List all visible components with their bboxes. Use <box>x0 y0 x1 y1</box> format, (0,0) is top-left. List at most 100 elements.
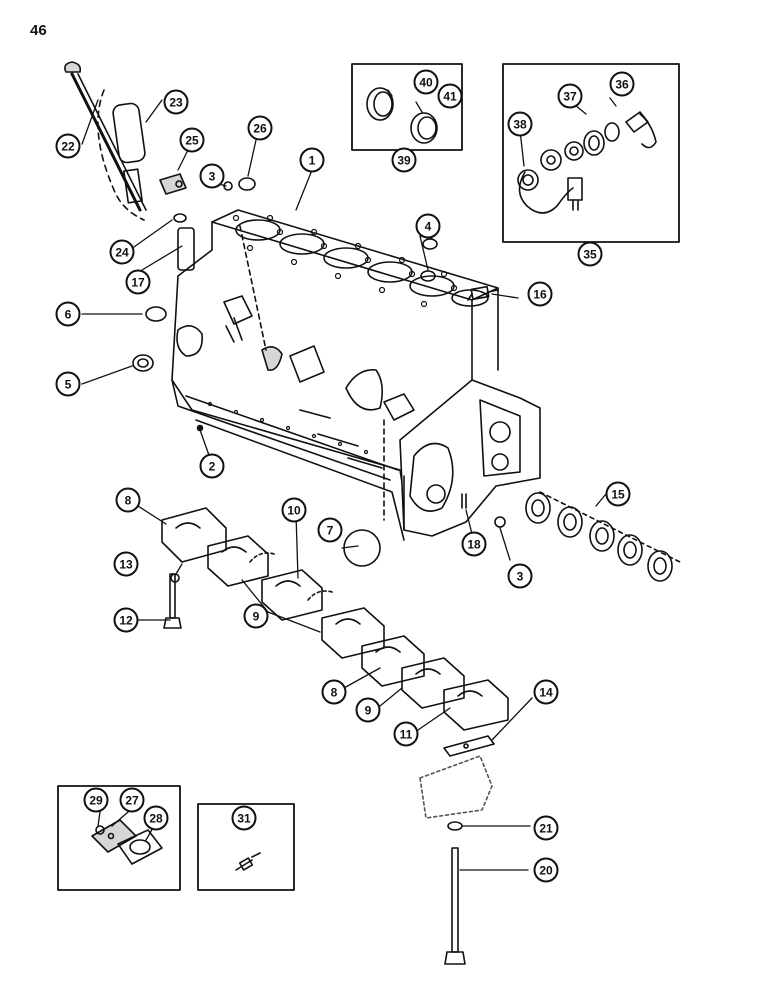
callout-number: 2 <box>209 459 216 473</box>
plate-14 <box>443 735 495 757</box>
callout-circle <box>605 481 631 507</box>
callout-number: 24 <box>115 245 129 259</box>
callout-number: 8 <box>331 685 338 699</box>
callout-c11: 11 <box>393 721 419 747</box>
callout-circle <box>355 697 381 723</box>
callout-c36: 36 <box>609 71 635 97</box>
callout-number: 12 <box>119 613 133 627</box>
callout-number: 26 <box>253 121 267 135</box>
callout-circle <box>533 815 559 841</box>
dipstick-tube <box>97 89 146 221</box>
callout-c41: 41 <box>437 83 463 109</box>
plug-3-lower <box>494 516 506 528</box>
callout-c9a: 9 <box>243 603 269 629</box>
callout-c17: 17 <box>125 269 151 295</box>
callout-number: 38 <box>513 117 527 131</box>
cylinder-block <box>171 209 541 541</box>
callout-number: 14 <box>539 685 553 699</box>
callout-circle <box>461 531 487 557</box>
callout-circle <box>321 679 347 705</box>
main-bearing-caps <box>161 507 509 731</box>
callout-c1: 1 <box>299 147 325 173</box>
callout-number: 21 <box>539 821 553 835</box>
callout-c20: 20 <box>533 857 559 883</box>
callout-circle <box>557 83 583 109</box>
callout-c18: 18 <box>461 531 487 557</box>
callout-c27: 27 <box>119 787 145 813</box>
callout-circle <box>507 111 533 137</box>
callout-number: 17 <box>131 275 145 289</box>
callout-circle <box>527 281 553 307</box>
callout-circle <box>113 551 139 577</box>
callout-c3a: 3 <box>199 163 225 189</box>
callout-c25: 25 <box>179 127 205 153</box>
callout-c6: 6 <box>55 301 81 327</box>
inset-box-27-28-29 <box>57 785 181 891</box>
callout-number: 23 <box>169 95 183 109</box>
callout-c23: 23 <box>163 89 189 115</box>
callout-number: 41 <box>443 89 457 103</box>
callout-circle <box>317 517 343 543</box>
callout-circle <box>391 147 417 173</box>
callout-number: 15 <box>611 487 625 501</box>
cup-plug-7 <box>343 529 381 567</box>
callout-c39: 39 <box>391 147 417 173</box>
callout-circle <box>507 563 533 589</box>
callout-c21: 21 <box>533 815 559 841</box>
callout-number: 7 <box>327 523 334 537</box>
leader-lines <box>81 89 617 871</box>
callout-c3b: 3 <box>507 563 533 589</box>
callout-number: 28 <box>149 811 163 825</box>
callout-circle <box>299 147 325 173</box>
callout-c28: 28 <box>143 805 169 831</box>
cup-plug-4a <box>422 238 438 250</box>
callout-number: 8 <box>125 493 132 507</box>
callout-circle <box>437 83 463 109</box>
callout-c9b: 9 <box>355 697 381 723</box>
callout-number: 37 <box>563 89 577 103</box>
callout-c26: 26 <box>247 115 273 141</box>
callout-circle <box>55 133 81 159</box>
plug-5-center <box>137 358 149 368</box>
callout-number: 27 <box>125 793 139 807</box>
cup-plug-4b <box>420 270 436 282</box>
callout-circle <box>163 89 189 115</box>
callout-c13: 13 <box>113 551 139 577</box>
callout-circle <box>609 71 635 97</box>
callout-number: 1 <box>309 153 316 167</box>
tube-17 <box>177 227 195 271</box>
callout-number: 22 <box>61 139 75 153</box>
pin-18 <box>461 493 467 509</box>
callout-number: 39 <box>397 153 411 167</box>
callout-c4: 4 <box>415 213 441 239</box>
callout-circle <box>247 115 273 141</box>
callout-number: 4 <box>425 219 432 233</box>
callout-circle <box>143 805 169 831</box>
callout-circle <box>115 487 141 513</box>
callout-c22: 22 <box>55 133 81 159</box>
callout-number: 13 <box>119 557 133 571</box>
callout-layer: 1233456788991011121314151617182021222324… <box>55 69 635 883</box>
callout-circle <box>109 239 135 265</box>
callout-c29: 29 <box>83 787 109 813</box>
callout-number: 9 <box>365 703 372 717</box>
callout-number: 35 <box>583 247 597 261</box>
callout-circle <box>113 607 139 633</box>
callout-circle <box>125 269 151 295</box>
callout-c24: 24 <box>109 239 135 265</box>
mounting-bracket-ghost <box>419 755 493 819</box>
o-ring-24 <box>173 213 187 223</box>
callout-circle <box>231 805 257 831</box>
cam-bushings <box>525 491 681 582</box>
washer-21 <box>447 821 463 831</box>
callout-number: 10 <box>287 503 301 517</box>
callout-c38: 38 <box>507 111 533 137</box>
callout-c10: 10 <box>281 497 307 523</box>
callout-circle <box>55 371 81 397</box>
callout-circle <box>393 721 419 747</box>
callout-circle <box>415 213 441 239</box>
page-number: 46 <box>30 22 47 39</box>
bolt-20 <box>444 847 466 965</box>
callout-c37: 37 <box>557 83 583 109</box>
